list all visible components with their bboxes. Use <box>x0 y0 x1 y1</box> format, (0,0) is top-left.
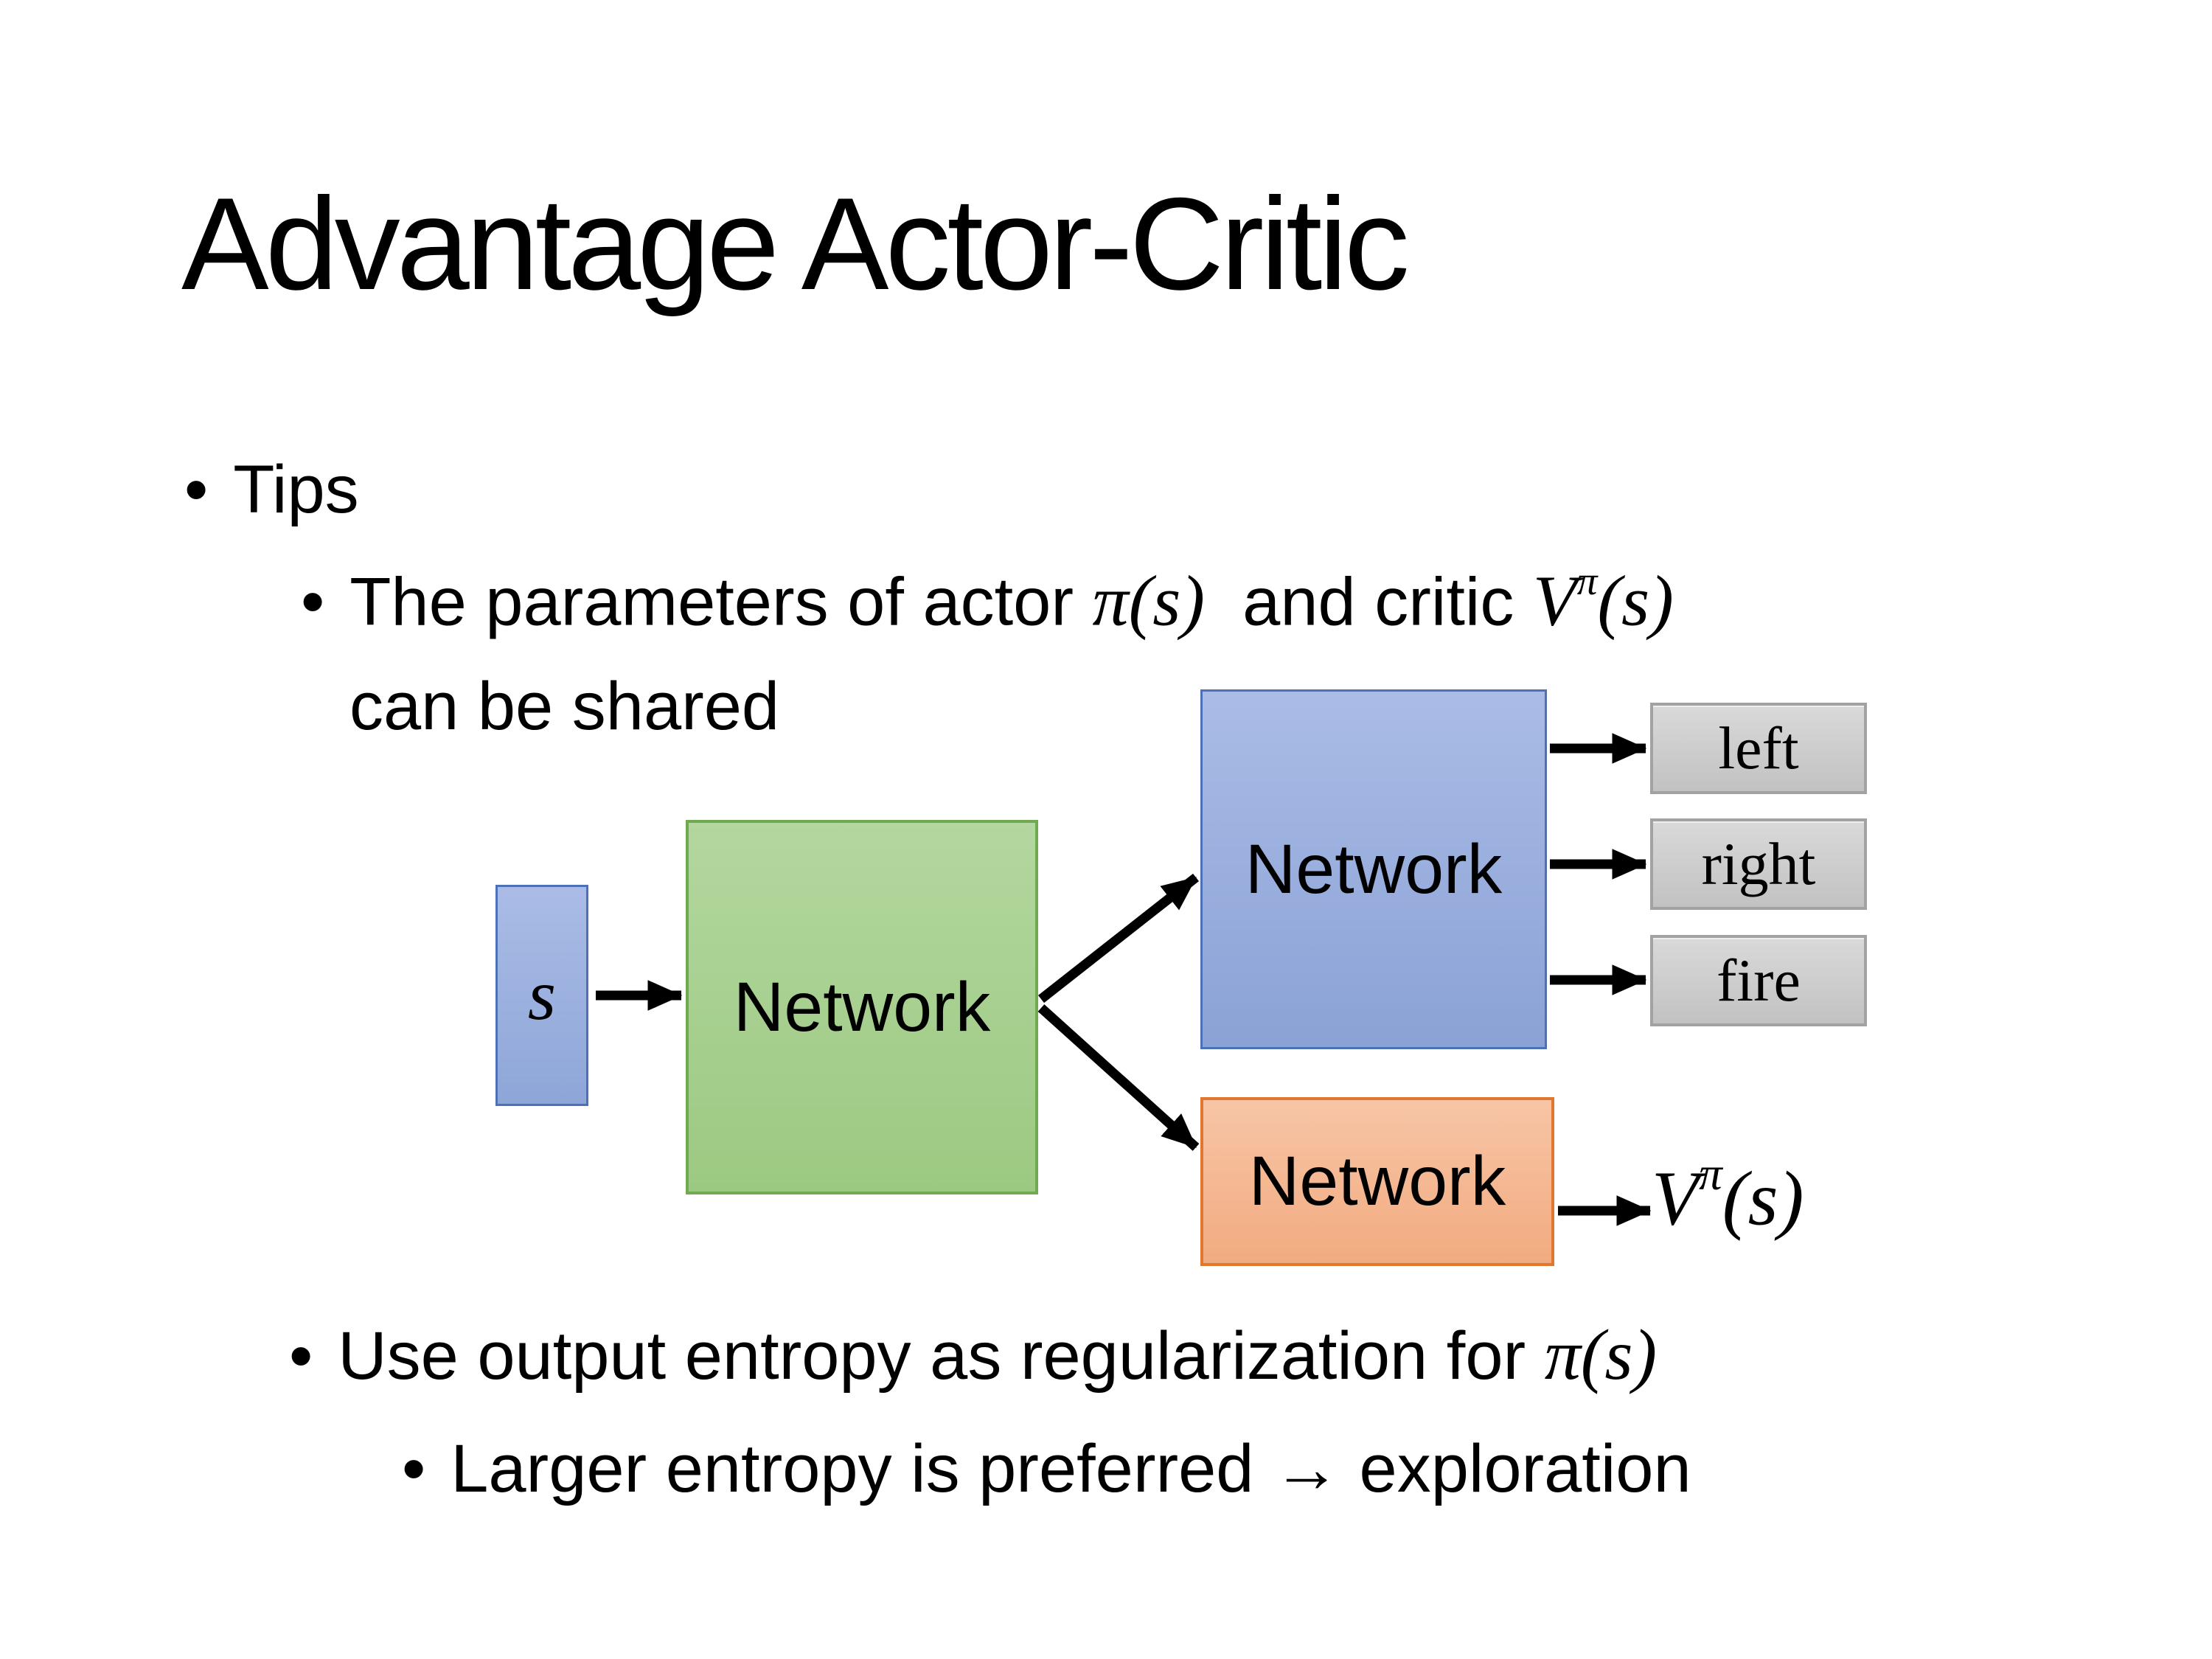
bullet-dot: • <box>289 1318 313 1394</box>
critic-network-box: Network <box>1200 1097 1554 1266</box>
action-right-label: right <box>1701 830 1816 897</box>
larger-entropy-text: Larger entropy is preferred → exploratio… <box>451 1431 1691 1506</box>
critic-network-label: Network <box>1248 1142 1506 1220</box>
bullet-dot: • <box>184 452 209 527</box>
entropy-text-prefix: Use output entropy as regularization for <box>338 1318 1545 1394</box>
state-label: s <box>527 956 557 1035</box>
arrow-shared-to-actor <box>1037 873 1200 1004</box>
critic-output-V: V <box>1652 1155 1700 1242</box>
critic-output-pi-superscript: π <box>1699 1148 1722 1200</box>
bullet-parameters-line1: • The parameters of actor π(s) and critic… <box>301 557 1674 643</box>
critic-V-math: V <box>1532 561 1577 641</box>
parameters-line2-text: can be shared <box>349 669 780 744</box>
action-left-label: left <box>1718 714 1799 782</box>
shared-network-label: Network <box>733 967 991 1046</box>
bullet-parameters-line2: can be shared <box>349 668 779 746</box>
action-box-right: right <box>1650 818 1867 910</box>
action-fire-label: fire <box>1717 947 1801 1014</box>
arrow-shared-to-critic <box>1037 1004 1200 1151</box>
entropy-pi-s-math: π(s) <box>1544 1315 1658 1395</box>
bullet-tips-label: Tips <box>233 452 359 527</box>
critic-output-args: (s) <box>1722 1155 1804 1242</box>
action-box-left: left <box>1650 703 1867 794</box>
actor-network-label: Network <box>1245 830 1503 908</box>
actor-network-box: Network <box>1200 689 1547 1049</box>
page-title: Advantage Actor-Critic <box>181 170 1410 317</box>
bullet-tips: • Tips <box>184 451 359 529</box>
critic-pi-superscript: π <box>1576 558 1598 603</box>
critic-output-value: Vπ(s) <box>1652 1147 1804 1245</box>
action-box-fire: fire <box>1650 935 1867 1026</box>
state-input-box: s <box>495 885 588 1106</box>
bullet-entropy: • Use output entropy as regularization fo… <box>289 1314 1657 1397</box>
bullet-dot: • <box>301 564 325 640</box>
critic-args-math: (s) <box>1597 561 1674 641</box>
bullet-larger-entropy: • Larger entropy is preferred → explorati… <box>402 1430 1691 1509</box>
bullet-dot: • <box>402 1431 426 1506</box>
actor-pi-s-math: π(s) <box>1092 561 1206 641</box>
shared-network-box: Network <box>686 820 1038 1194</box>
parameters-text-prefix: The parameters of actor <box>349 564 1093 640</box>
parameters-text-mid: and critic <box>1205 564 1533 640</box>
